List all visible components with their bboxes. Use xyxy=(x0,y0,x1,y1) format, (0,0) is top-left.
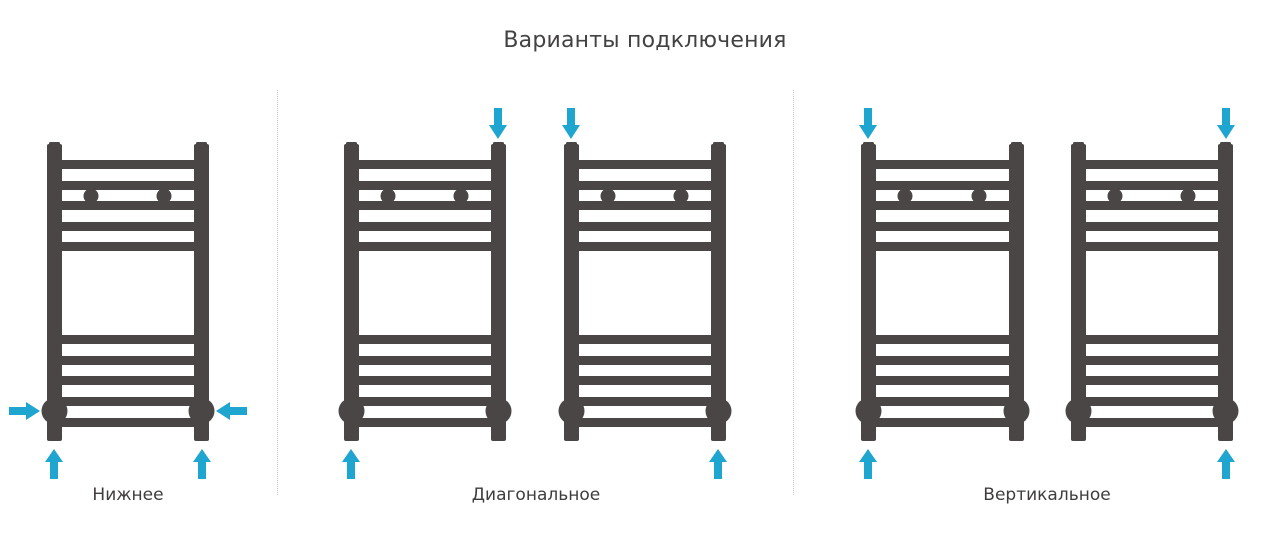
towel-radiator xyxy=(1065,142,1239,441)
down-arrow-icon xyxy=(489,108,507,139)
towel-radiator xyxy=(558,142,732,441)
up-arrow-icon xyxy=(709,449,727,479)
separator-1 xyxy=(277,90,278,495)
towel-radiator xyxy=(338,142,512,441)
label-vertical-connection: Вертикальное xyxy=(983,485,1111,505)
right-arrow-icon xyxy=(9,402,40,420)
up-arrow-icon xyxy=(193,449,211,479)
up-arrow-icon xyxy=(1217,449,1235,479)
down-arrow-icon xyxy=(1217,108,1235,139)
up-arrow-icon xyxy=(859,449,877,479)
label-bottom-connection: Нижнее xyxy=(92,485,164,505)
towel-radiator xyxy=(41,142,215,441)
up-arrow-icon xyxy=(342,449,360,479)
down-arrow-icon xyxy=(859,108,877,139)
label-diagonal-connection: Диагональное xyxy=(471,485,601,505)
towel-radiator xyxy=(855,142,1030,441)
left-arrow-icon xyxy=(216,402,247,420)
down-arrow-icon xyxy=(562,108,580,139)
separator-2 xyxy=(793,90,794,495)
up-arrow-icon xyxy=(45,449,63,479)
page-title: Варианты подключения xyxy=(503,28,787,53)
